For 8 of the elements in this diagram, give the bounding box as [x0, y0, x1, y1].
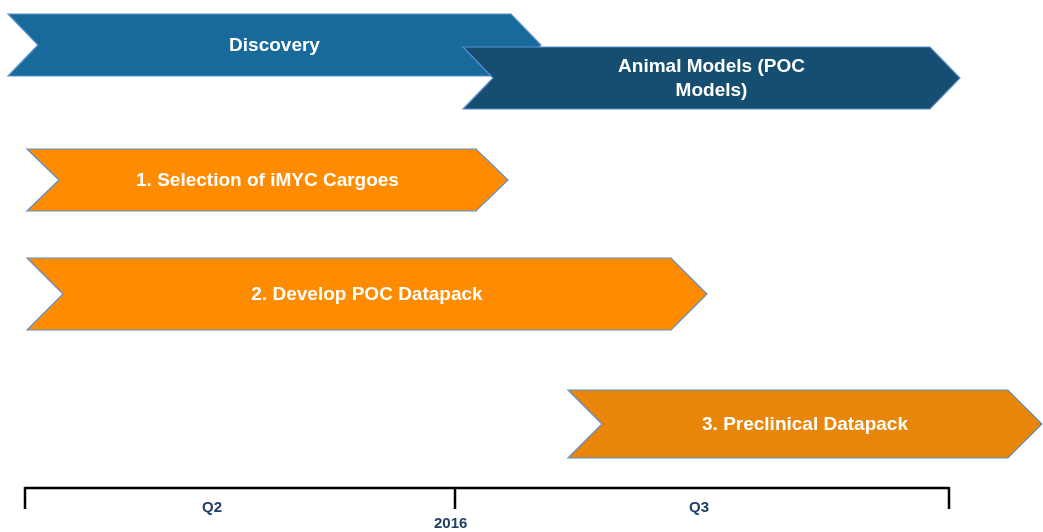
- phase-label: Discovery: [228, 33, 321, 57]
- year-label: 2016: [434, 514, 468, 531]
- phase-label: 1. Selection of iMYC Cargoes: [135, 168, 400, 192]
- phase-label: 2. Develop POC Datapack: [250, 282, 484, 306]
- quarter-label: Q3: [689, 498, 709, 515]
- phase-label: Animal Models (POC Models): [617, 54, 806, 102]
- phase-label: 3. Preclinical Datapack: [701, 412, 909, 436]
- quarter-label: Q2: [202, 498, 222, 515]
